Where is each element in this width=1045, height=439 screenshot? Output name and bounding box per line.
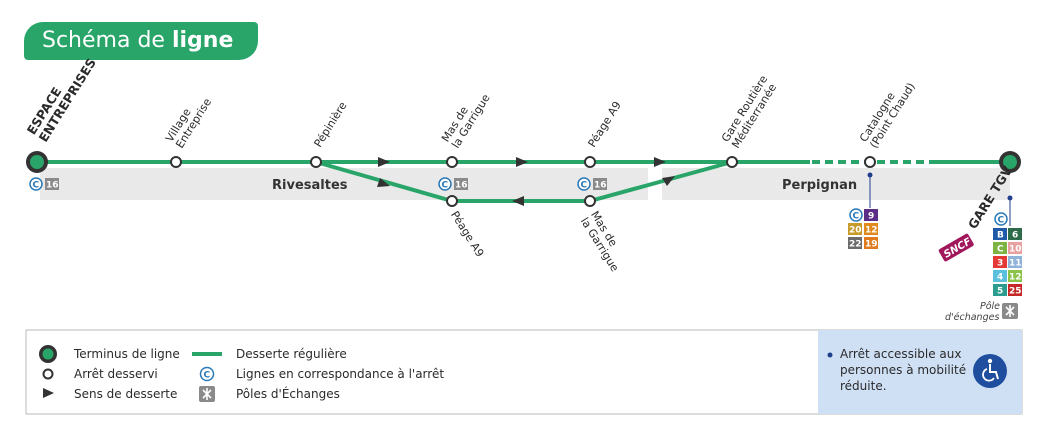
stop-peage-top-label: Péage A9 xyxy=(586,99,624,150)
connection-catalogne: C 9 20 12 22 19 xyxy=(848,208,878,250)
legend-terminus: Terminus de ligne xyxy=(73,347,180,361)
legend-desserte: Desserte régulière xyxy=(236,347,347,361)
terminus-espace-icon-inner xyxy=(30,155,44,169)
legend-c-icon xyxy=(199,366,215,382)
line-badge xyxy=(993,228,1007,240)
line-badge-label: C xyxy=(997,245,1004,255)
line-badge xyxy=(848,223,862,235)
line-badge xyxy=(1008,256,1022,268)
legend-terminus-icon-inner xyxy=(42,348,54,360)
c-network-letter: C xyxy=(33,181,40,191)
stop-mas-bottom xyxy=(584,195,596,207)
line-badge xyxy=(1008,284,1022,296)
line-badge xyxy=(993,256,1007,268)
connection-espace: C 16 xyxy=(29,177,59,191)
c-network-icon xyxy=(577,177,591,191)
stop-mas-top xyxy=(446,156,458,168)
city-band-left xyxy=(40,168,648,200)
direction-arrow xyxy=(377,178,390,187)
c-network-letter: C xyxy=(998,216,1005,226)
line-badge-label: 10 xyxy=(1009,245,1022,255)
line-badge-label: 20 xyxy=(849,226,862,236)
legend-arret: Arrêt desservi xyxy=(74,367,158,381)
direction-arrow xyxy=(378,157,390,167)
legend-access-1: Arrêt accessible aux xyxy=(840,347,961,361)
legend-accessible-dot xyxy=(827,352,833,358)
line-badge-label: 22 xyxy=(849,240,862,250)
wheelchair-icon xyxy=(973,354,1007,388)
line-badge xyxy=(864,223,878,235)
connection-peage: C 16 xyxy=(577,177,607,191)
line-badge xyxy=(454,178,468,190)
stop-pepiniere xyxy=(310,156,322,168)
stop-village xyxy=(170,156,182,168)
c-network-letter: C xyxy=(581,181,588,191)
line-badge-label: 12 xyxy=(865,226,878,236)
c-network-icon xyxy=(849,208,863,222)
line-badge xyxy=(993,242,1007,254)
line-badge-label: 16 xyxy=(594,181,607,191)
direction-arrow xyxy=(512,196,524,206)
line-badge-label: B xyxy=(997,231,1004,241)
stop-peage-bottom xyxy=(446,195,458,207)
connection-mas: C 16 xyxy=(438,177,468,191)
city-band-right xyxy=(662,168,1010,200)
line-badge-label: 4 xyxy=(997,273,1003,283)
line-badge xyxy=(864,237,878,249)
line-badge-label: 6 xyxy=(1012,231,1018,241)
line-badge xyxy=(593,178,607,190)
c-network-icon xyxy=(438,177,452,191)
legend-correspondance: Lignes en correspondance à l'arrêt xyxy=(236,367,444,381)
c-network-letter: C xyxy=(853,212,860,222)
connection-gare-tgv: C B 6 C 10 3 11 4 12 5 25 xyxy=(993,212,1022,297)
direction-arrow xyxy=(654,157,666,167)
terminus-gare-icon-inner xyxy=(1003,155,1017,169)
direction-arrow xyxy=(662,176,675,186)
legend-access-3: réduite. xyxy=(840,379,887,393)
line-badge xyxy=(1008,228,1022,240)
pole-label-2: d'échanges xyxy=(945,312,999,323)
line-badge-label: 25 xyxy=(1009,287,1022,297)
pole-label-1: Pôle xyxy=(980,301,1000,312)
stop-gare-routiere xyxy=(726,156,738,168)
legend-c-letter: C xyxy=(204,371,211,381)
stop-catalogne xyxy=(864,156,876,168)
stop-peage-bottom-label: Péage A9 xyxy=(448,209,486,260)
line-badge-label: 11 xyxy=(1009,259,1022,269)
pole-icon xyxy=(1002,303,1018,319)
legend-poles: Pôles d'Échanges xyxy=(236,386,340,401)
legend-arrow-icon xyxy=(43,388,54,398)
c-network-icon xyxy=(994,212,1008,226)
c-network-icon xyxy=(29,177,43,191)
stop-pepiniere-label: Pépinière xyxy=(312,99,350,149)
line-badge xyxy=(848,237,862,249)
line-badge-label: 19 xyxy=(865,240,878,250)
line-badge xyxy=(993,284,1007,296)
line-badge-label: 5 xyxy=(997,287,1003,297)
sncf-logo: SNCF xyxy=(938,233,974,262)
line-badge-label: 16 xyxy=(455,181,468,191)
city-rivesaltes: Rivesaltes xyxy=(272,178,348,193)
legend-stop-icon xyxy=(42,368,54,380)
city-perpignan: Perpignan xyxy=(782,178,857,193)
line-badge-label: 3 xyxy=(997,259,1003,269)
legend-access-2: personnes à mobilité xyxy=(840,363,966,377)
line-badge xyxy=(993,270,1007,282)
line-badge xyxy=(45,178,59,190)
line-badge-label: 12 xyxy=(1009,273,1022,283)
page-title: Schéma de ligne xyxy=(24,22,258,60)
legend-sens: Sens de desserte xyxy=(74,387,177,401)
line-badge-label: 9 xyxy=(868,212,874,222)
line-badge xyxy=(1008,270,1022,282)
stop-peage-top xyxy=(584,156,596,168)
legend-pole-icon xyxy=(199,386,215,402)
line-badge xyxy=(1008,242,1022,254)
line-badge-label: 16 xyxy=(46,181,59,191)
line-badge xyxy=(864,209,878,221)
c-network-letter: C xyxy=(442,181,449,191)
direction-arrow xyxy=(516,157,528,167)
